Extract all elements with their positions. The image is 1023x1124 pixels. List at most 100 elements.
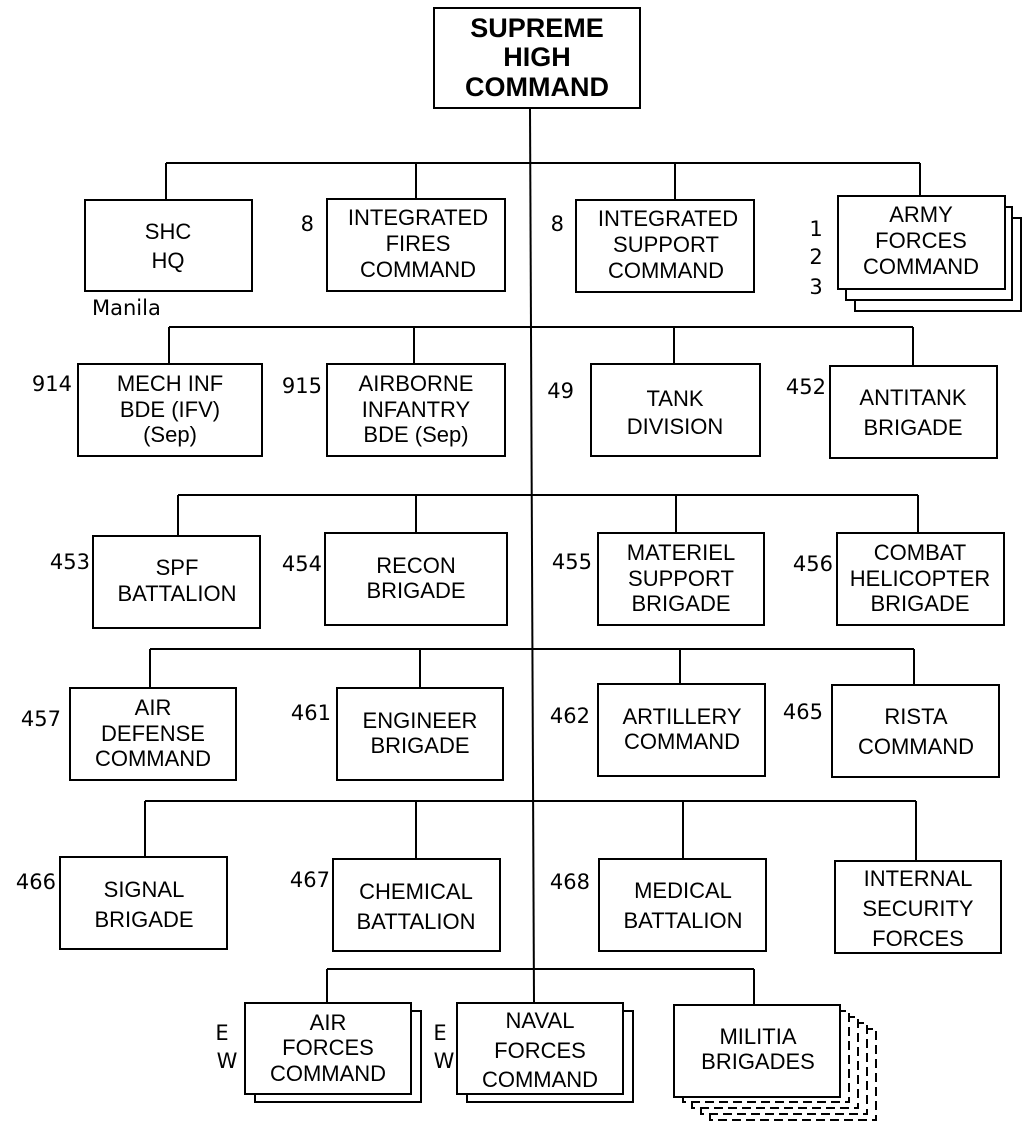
- engineer-brigade-box: ENGINEER BRIGADE: [336, 687, 504, 781]
- air-forces-number-e: E: [215, 1021, 228, 1045]
- mech-inf-number: 914: [32, 372, 72, 396]
- army-forces-line-2: FORCES: [875, 228, 967, 253]
- army-forces-number-3: 3: [809, 275, 822, 299]
- spf-battalion-line-1: SPF: [156, 555, 199, 580]
- supreme-high-command-box: SUPREME HIGH COMMAND: [433, 7, 641, 109]
- integrated-fires-command-box: INTEGRATED FIRES COMMAND: [326, 198, 506, 292]
- engineer-brigade-number: 461: [291, 701, 331, 725]
- root-line-1: SUPREME: [470, 13, 604, 43]
- internal-security-line-2: SECURITY: [862, 896, 974, 921]
- integrated-fires-line-3: COMMAND: [360, 257, 476, 282]
- militia-brigades-stack: MILITIA BRIGADES: [673, 1004, 877, 1121]
- signal-brigade-box: SIGNAL BRIGADE: [59, 856, 228, 950]
- combat-helicopter-line-2: HELICOPTER: [850, 566, 991, 591]
- naval-forces-command-stack: NAVAL FORCES COMMAND: [456, 1002, 634, 1103]
- medical-battalion-box: MEDICAL BATTALION: [598, 858, 767, 952]
- army-forces-number-2: 2: [809, 245, 822, 269]
- rista-command-line-1: RISTA: [884, 704, 947, 729]
- signal-brigade-line-1: SIGNAL: [104, 877, 185, 902]
- airborne-infantry-number: 915: [282, 374, 322, 398]
- internal-security-line-1: INTERNAL: [864, 866, 973, 891]
- antitank-brigade-box: ANTITANK BRIGADE: [829, 365, 998, 459]
- air-forces-command-stack: AIR FORCES COMMAND: [244, 1002, 422, 1103]
- antitank-number: 452: [786, 375, 826, 399]
- spf-battalion-box: SPF BATTALION: [92, 535, 261, 629]
- shc-hq-line-1: SHC: [145, 219, 192, 244]
- naval-forces-line-2: FORCES: [494, 1038, 586, 1063]
- airborne-infantry-line-1: AIRBORNE: [359, 371, 474, 396]
- integrated-support-line-3: COMMAND: [608, 258, 724, 283]
- mech-inf-line-3: (Sep): [143, 422, 197, 447]
- materiel-support-brigade-box: MATERIEL SUPPORT BRIGADE: [597, 532, 765, 626]
- integrated-fires-line-1: INTEGRATED: [348, 205, 488, 230]
- air-defense-line-3: COMMAND: [95, 746, 211, 771]
- naval-forces-line-3: COMMAND: [482, 1067, 598, 1092]
- air-forces-line-3: COMMAND: [270, 1061, 386, 1086]
- artillery-command-box: ARTILLERY COMMAND: [597, 683, 766, 777]
- integrated-fires-line-2: FIRES: [386, 231, 451, 256]
- army-forces-line-1: ARMY: [889, 202, 953, 227]
- mech-inf-line-2: BDE (IFV): [120, 397, 220, 422]
- recon-brigade-line-1: RECON: [376, 553, 455, 578]
- combat-helicopter-number: 456: [793, 552, 833, 576]
- internal-security-forces-box: INTERNAL SECURITY FORCES: [834, 860, 1002, 954]
- naval-forces-number-e: E: [433, 1021, 446, 1045]
- root-line-3: COMMAND: [465, 72, 609, 102]
- air-defense-number: 457: [21, 707, 61, 731]
- signal-brigade-number: 466: [16, 870, 56, 894]
- militia-brigades-line-1: MILITIA: [719, 1024, 796, 1049]
- spf-battalion-line-2: BATTALION: [118, 581, 237, 606]
- airborne-infantry-line-3: BDE (Sep): [363, 422, 468, 447]
- integrated-support-line-2: SUPPORT: [613, 232, 719, 257]
- spf-battalion-number: 453: [50, 550, 90, 574]
- naval-forces-number-w: W: [434, 1049, 455, 1073]
- engineer-brigade-line-2: BRIGADE: [370, 733, 469, 758]
- army-forces-command-stack: ARMY FORCES COMMAND: [837, 195, 1022, 312]
- signal-brigade-line-2: BRIGADE: [94, 907, 193, 932]
- rista-command-line-2: COMMAND: [858, 734, 974, 759]
- chemical-battalion-number: 467: [290, 868, 330, 892]
- air-defense-line-1: AIR: [135, 695, 172, 720]
- materiel-support-line-1: MATERIEL: [627, 540, 735, 565]
- recon-brigade-box: RECON BRIGADE: [324, 532, 508, 626]
- army-forces-number-1: 1: [809, 217, 822, 241]
- tank-division-line-1: TANK: [646, 386, 703, 411]
- shc-hq-box: SHC HQ: [84, 199, 253, 292]
- trunk-line: [529, 107, 535, 1004]
- antitank-line-1: ANTITANK: [859, 385, 966, 410]
- artillery-command-line-2: COMMAND: [624, 729, 740, 754]
- rista-command-number: 465: [783, 700, 823, 724]
- internal-security-line-3: FORCES: [872, 926, 964, 951]
- chemical-battalion-box: CHEMICAL BATTALION: [332, 858, 501, 952]
- integrated-support-line-1: INTEGRATED: [598, 206, 738, 231]
- medical-battalion-line-1: MEDICAL: [634, 878, 732, 903]
- shc-hq-location: Manila: [92, 296, 161, 320]
- tank-division-number: 49: [547, 379, 574, 403]
- air-defense-command-box: AIR DEFENSE COMMAND: [69, 687, 237, 781]
- air-forces-line-2: FORCES: [282, 1035, 374, 1060]
- recon-brigade-number: 454: [282, 552, 322, 576]
- air-defense-line-2: DEFENSE: [101, 721, 205, 746]
- integrated-support-number: 8: [551, 212, 564, 236]
- integrated-support-command-box: INTEGRATED SUPPORT COMMAND: [575, 199, 755, 293]
- air-forces-line-1: AIR: [310, 1010, 347, 1035]
- tank-division-line-2: DIVISION: [627, 414, 724, 439]
- medical-battalion-number: 468: [550, 870, 590, 894]
- air-forces-number-w: W: [217, 1049, 238, 1073]
- chemical-battalion-line-2: BATTALION: [357, 909, 476, 934]
- materiel-support-number: 455: [552, 550, 592, 574]
- mech-inf-line-1: MECH INF: [117, 371, 223, 396]
- antitank-line-2: BRIGADE: [863, 415, 962, 440]
- militia-brigades-line-2: BRIGADES: [701, 1049, 815, 1074]
- medical-battalion-line-2: BATTALION: [624, 908, 743, 933]
- shc-hq-line-2: HQ: [152, 248, 185, 273]
- recon-brigade-line-2: BRIGADE: [366, 578, 465, 603]
- materiel-support-line-3: BRIGADE: [631, 591, 730, 616]
- naval-forces-line-1: NAVAL: [506, 1008, 575, 1033]
- integrated-fires-number: 8: [301, 212, 314, 236]
- rista-command-box: RISTA COMMAND: [831, 684, 1000, 778]
- airborne-infantry-line-2: INFANTRY: [362, 397, 471, 422]
- materiel-support-line-2: SUPPORT: [628, 566, 734, 591]
